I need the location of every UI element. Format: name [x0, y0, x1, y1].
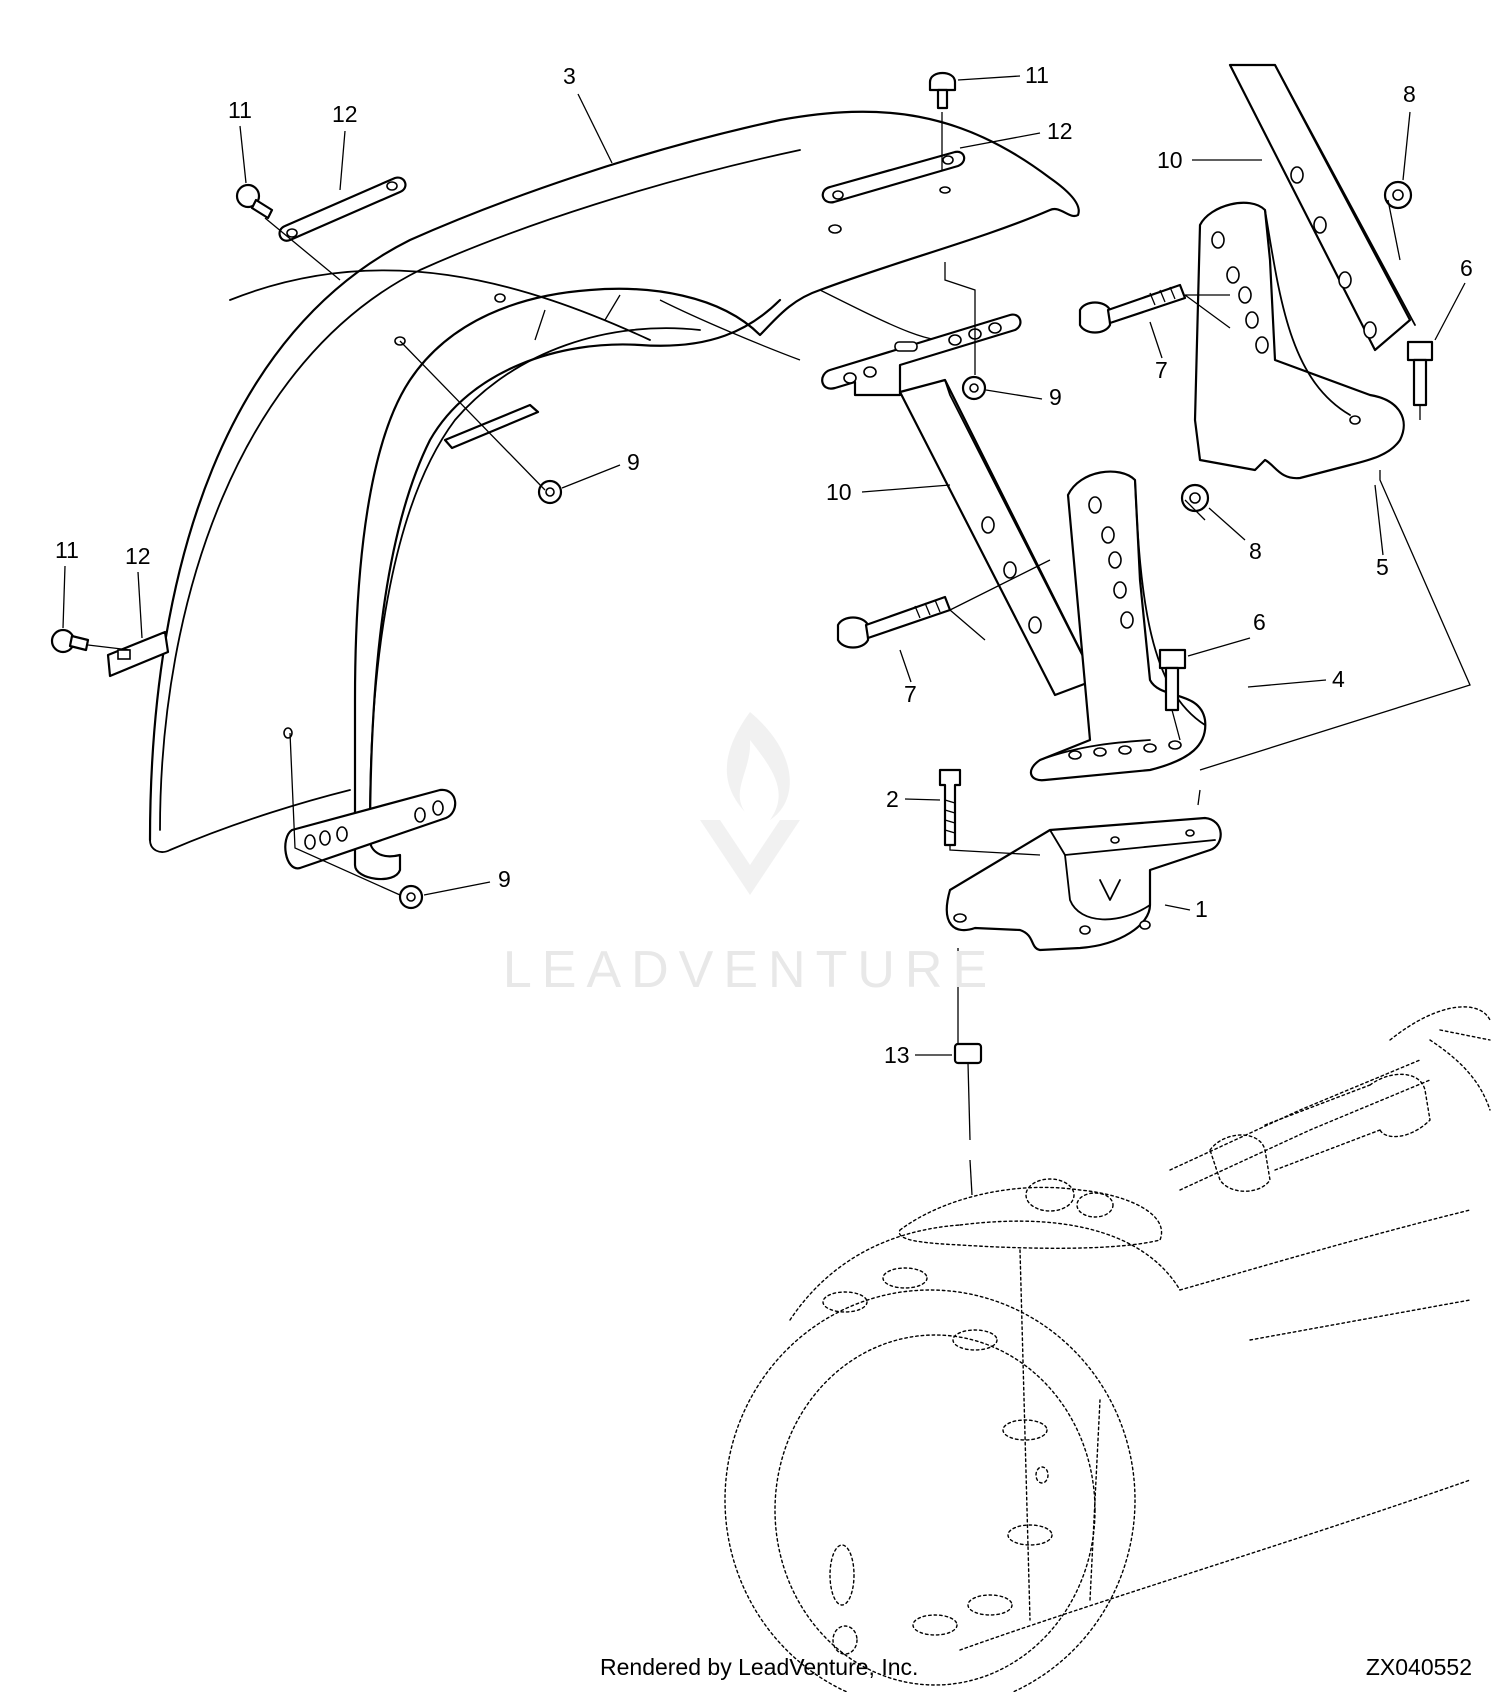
callout-6-center: 6 [1253, 609, 1266, 635]
bolt-11-lower-left [50, 628, 90, 654]
nut-9-a [961, 375, 987, 401]
axle-housing [724, 1006, 1491, 1692]
alignment-lines [87, 112, 1471, 1196]
callout-9-a: 9 [1049, 384, 1062, 410]
bracket-5 [1193, 201, 1405, 480]
strap-lower-left [106, 630, 170, 678]
callout-4: 4 [1332, 666, 1345, 692]
callout-1: 1 [1195, 896, 1208, 922]
fender-shell [148, 110, 1080, 881]
strap-top [821, 150, 966, 204]
callout-10-upper: 10 [1157, 147, 1183, 173]
callout-8-upper: 8 [1403, 81, 1416, 107]
bracket-4 [1029, 470, 1207, 782]
support-arm-center [898, 378, 1101, 697]
render-credit: Rendered by LeadVenture, Inc. [600, 1654, 919, 1680]
fender-mount-bracket [821, 313, 1022, 397]
nut-9-c [398, 884, 424, 910]
bolt-11-top [928, 71, 957, 110]
callout-11-lower-left: 11 [55, 537, 79, 563]
callout-3: 3 [563, 63, 576, 89]
callout-12-top: 12 [1047, 118, 1073, 144]
lower-fender-bracket [284, 788, 457, 870]
bolt-6-center [1158, 648, 1187, 712]
bolt-7-upper [1078, 283, 1187, 334]
figure-id: ZX040552 [1365, 1654, 1472, 1680]
callout-9-c: 9 [498, 866, 511, 892]
callouts: 1 2 3 4 5 6 6 7 7 8 8 9 9 9 10 10 11 [55, 62, 1473, 1068]
support-arm-upper [1228, 63, 1416, 352]
nut-8-upper [1383, 180, 1413, 210]
callout-12-upper-left: 12 [332, 101, 358, 127]
callout-12-lower-left: 12 [125, 543, 151, 569]
bolt-7-lower [836, 595, 952, 649]
callout-8-lower: 8 [1249, 538, 1262, 564]
spacer-13 [953, 1042, 983, 1065]
callout-6-right: 6 [1460, 255, 1473, 281]
base-plate-1 [945, 816, 1222, 952]
fender-side-clamp [443, 403, 540, 450]
watermark-text: LEADVENTURE [502, 941, 998, 999]
bolt-2 [938, 768, 962, 847]
strap-upper-left [278, 176, 407, 242]
callout-11-top: 11 [1025, 62, 1049, 88]
watermark-logo [700, 712, 800, 895]
nut-9-b [537, 479, 563, 505]
callout-13: 13 [884, 1042, 910, 1068]
bolt-6-right [1406, 340, 1434, 407]
callout-2: 2 [886, 786, 899, 812]
callout-11-upper-left: 11 [228, 97, 252, 123]
callout-7-lower: 7 [904, 681, 917, 707]
fender [148, 110, 1080, 881]
callout-10-center: 10 [826, 479, 852, 505]
bolt-11-upper-left [235, 183, 274, 220]
callout-5: 5 [1376, 554, 1389, 580]
callout-9-b: 9 [627, 449, 640, 475]
nut-8-lower [1180, 483, 1210, 513]
callout-7-upper: 7 [1155, 357, 1168, 383]
